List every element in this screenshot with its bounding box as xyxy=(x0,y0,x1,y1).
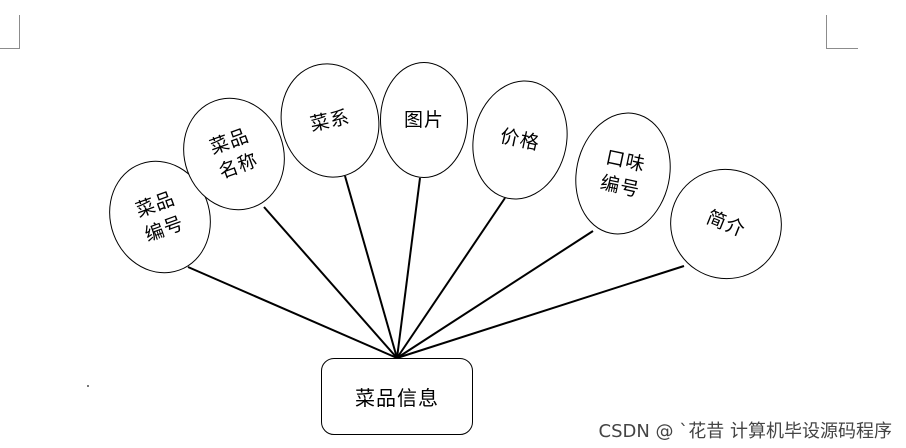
entity-dish-info: 菜品信息 xyxy=(321,358,473,435)
attribute-label: 价格 xyxy=(498,125,542,155)
crop-mark-top-left-horizontal xyxy=(0,48,20,49)
connector-intro xyxy=(396,265,685,359)
attribute-label: 口味 编号 xyxy=(598,145,648,202)
attribute-label: 菜系 xyxy=(308,105,352,136)
connector-price xyxy=(396,197,506,359)
connector-picture xyxy=(396,177,421,359)
entity-label: 菜品信息 xyxy=(355,386,439,410)
stray-dot xyxy=(87,385,89,387)
connector-dish-number xyxy=(187,266,398,359)
csdn-watermark: CSDN @ `花昔 计算机毕设源码程序 xyxy=(598,421,892,442)
attribute-picture: 图片 xyxy=(380,62,468,178)
crop-mark-top-right-horizontal xyxy=(826,48,858,49)
connector-flavor-number xyxy=(396,230,594,359)
attribute-label: 图片 xyxy=(403,109,444,131)
crop-mark-top-right-vertical xyxy=(826,15,827,48)
crop-mark-top-left-vertical xyxy=(19,15,20,48)
attribute-label: 简介 xyxy=(703,206,749,242)
connector-dish-name xyxy=(263,206,398,359)
attribute-label: 菜品 名称 xyxy=(206,124,262,184)
connector-cuisine xyxy=(344,175,398,359)
attribute-label: 菜品 编号 xyxy=(132,187,188,247)
